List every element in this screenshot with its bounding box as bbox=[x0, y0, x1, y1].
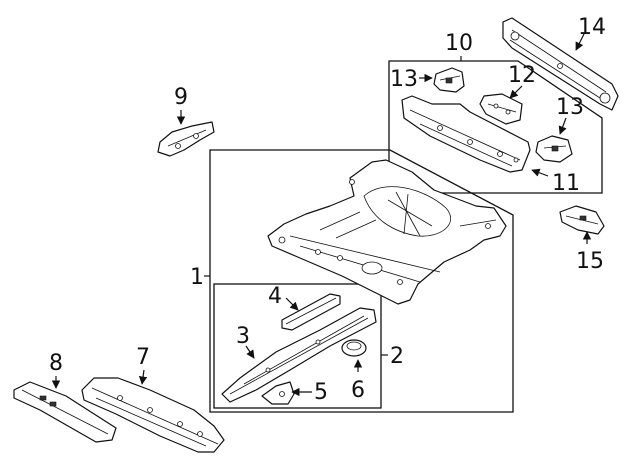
part-13-bracket-left bbox=[433, 67, 465, 93]
part-7-floor-side-member bbox=[81, 377, 225, 453]
part-6-plug bbox=[341, 339, 367, 357]
callout-7: 7 bbox=[136, 345, 150, 370]
callout-2: 2 bbox=[390, 344, 404, 369]
callout-13-left: 13 bbox=[390, 67, 418, 92]
callout-6: 6 bbox=[351, 378, 365, 403]
part-3-side-rail bbox=[221, 307, 377, 403]
callout-8: 8 bbox=[49, 351, 63, 376]
callout-11: 11 bbox=[552, 171, 580, 196]
callout-15: 15 bbox=[576, 249, 604, 274]
part-12-bracket bbox=[479, 93, 523, 125]
part-13-bracket-right bbox=[535, 135, 573, 163]
part-5-bracket bbox=[261, 381, 295, 405]
callout-14: 14 bbox=[578, 15, 606, 40]
callout-1: 1 bbox=[190, 265, 204, 290]
callout-4: 4 bbox=[268, 284, 282, 309]
part-14-crossmember bbox=[502, 17, 619, 111]
part-15-bracket bbox=[559, 205, 605, 235]
callout-3: 3 bbox=[236, 324, 250, 349]
group-frame-1 bbox=[209, 149, 514, 413]
part-8-rail bbox=[13, 381, 117, 443]
group-frame-2 bbox=[213, 283, 382, 409]
part-11-rear-panel bbox=[401, 95, 531, 173]
part-1-rear-floor-pan bbox=[267, 159, 507, 305]
callout-13-right: 13 bbox=[556, 95, 584, 120]
callout-12: 12 bbox=[508, 63, 536, 88]
callout-10: 10 bbox=[445, 31, 473, 56]
part-4-rail bbox=[281, 293, 341, 331]
callout-9: 9 bbox=[174, 85, 188, 110]
leader-lines bbox=[51, 33, 592, 397]
part-9-bracket bbox=[157, 121, 215, 157]
callout-5: 5 bbox=[314, 380, 328, 405]
